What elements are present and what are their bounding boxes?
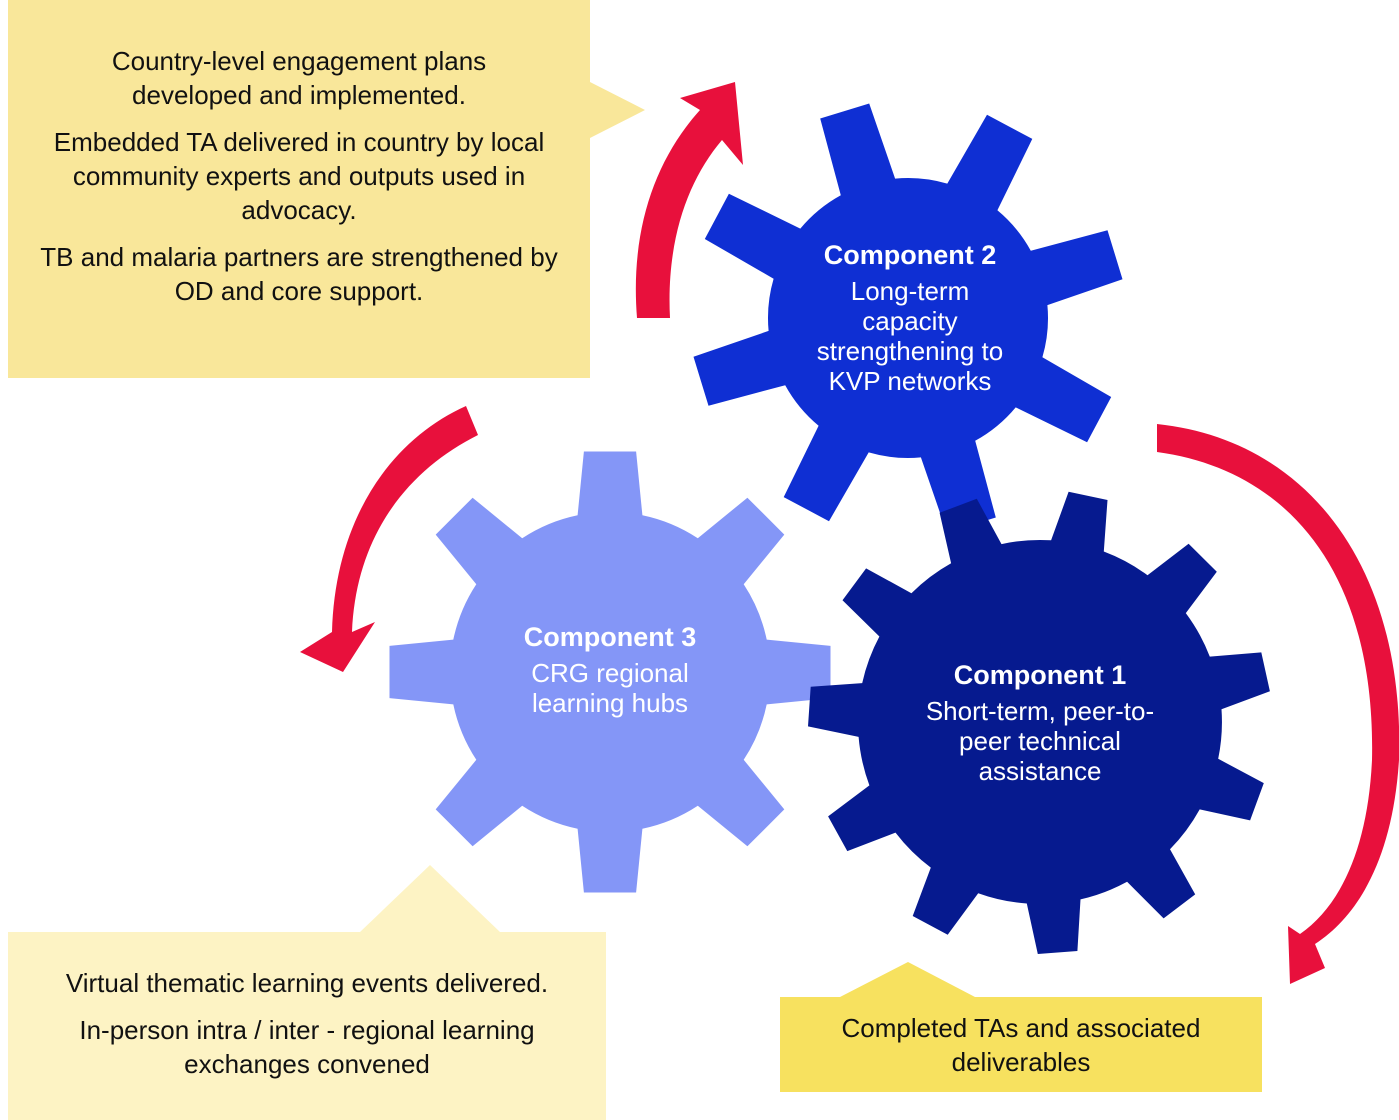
bottom-left-callout-box [8,865,606,1120]
bottom-right-callout-line-1: Completed TAs and associated deliverable… [841,1013,1201,1077]
bottom-left-callout-line-2: In-person intra / inter - regional learn… [79,1015,535,1079]
arrow-to-bottom-right-callout [1157,424,1399,984]
top-callout-box [8,0,645,378]
component-2-label: Component 2 Long-term capacity strengthe… [790,238,1030,396]
component-3-label: Component 3 CRG regional learning hubs [490,620,730,718]
gear-component-1 [808,491,1270,954]
bottom-left-callout: Virtual thematic learning events deliver… [18,966,596,1094]
top-callout-line-1: Country-level engagement plans developed… [111,46,487,110]
gear-component-3 [389,451,831,893]
top-callout-line-2: Embedded TA delivered in country by loca… [53,127,545,225]
bottom-right-callout-box [780,962,1262,1092]
top-callout-line-3: TB and malaria partners are strengthened… [40,242,558,306]
component-1-title: Component 1 [953,660,1127,690]
top-callout: Country-level engagement plans developed… [18,44,580,321]
bottom-right-callout: Completed TAs and associated deliverable… [800,1011,1242,1092]
arrow-to-component-3-side [300,406,478,672]
arrow-to-top-callout [635,82,743,318]
component-2-description: Long-term capacity strengthening to KVP … [816,276,1004,396]
component-2-title: Component 2 [823,240,997,270]
component-3-title: Component 3 [523,622,697,652]
component-1-description: Short-term, peer-to-peer technical assis… [925,696,1155,786]
component-3-description: CRG regional learning hubs [531,658,689,718]
component-1-label: Component 1 Short-term, peer-to-peer tec… [910,658,1170,786]
bottom-left-callout-line-1: Virtual thematic learning events deliver… [65,968,549,998]
gear-component-2 [693,103,1123,533]
